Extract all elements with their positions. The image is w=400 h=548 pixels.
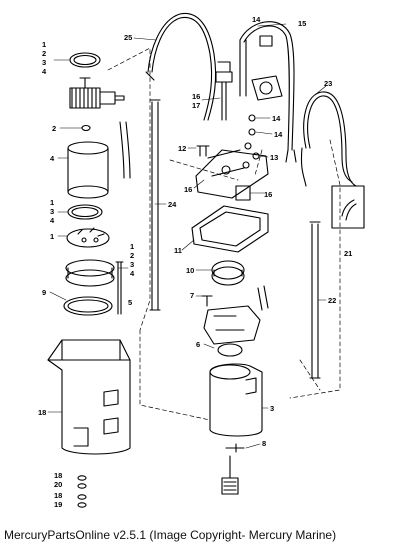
motor-can xyxy=(67,141,109,199)
screw-2 xyxy=(81,124,91,132)
pump-body xyxy=(203,285,269,345)
callout-1-mid: 1 xyxy=(50,198,54,207)
callout-3-stack: 3 xyxy=(130,260,134,269)
callout-leaders xyxy=(47,23,327,449)
cap-10 xyxy=(211,260,245,286)
pump-housing xyxy=(47,339,131,455)
oring-6 xyxy=(217,343,243,357)
filter-screen xyxy=(221,455,239,495)
drain-screws xyxy=(77,475,87,508)
seal-ring-top xyxy=(69,52,101,68)
hose-15 xyxy=(239,21,297,163)
callout-23: 23 xyxy=(324,79,332,88)
callout-14-b: 14 xyxy=(274,130,283,139)
callout-16-cap: 16 xyxy=(264,190,272,199)
callout-25: 25 xyxy=(124,33,132,42)
callout-9: 9 xyxy=(42,288,46,297)
callout-10: 10 xyxy=(186,266,194,275)
screws-12 xyxy=(196,145,210,157)
callout-4-top: 4 xyxy=(42,67,47,76)
assembly-guide-lines xyxy=(107,47,341,421)
callout-16-valve: 16 xyxy=(192,92,200,101)
callout-13: 13 xyxy=(270,153,278,162)
callout-14-a: 14 xyxy=(272,114,281,123)
callout-1-stack: 1 xyxy=(130,242,134,251)
gasket-11 xyxy=(191,205,269,253)
callout-4-tube: 4 xyxy=(50,154,55,163)
image-copyright-caption: MercuryPartsOnline v2.5.1 (Image Copyrig… xyxy=(4,528,337,542)
callout-3-top: 3 xyxy=(42,58,46,67)
bolts-8 xyxy=(225,443,245,453)
armature xyxy=(69,77,125,109)
callout-4-stack: 4 xyxy=(130,269,135,278)
wire-leads xyxy=(119,121,131,179)
callout-4-mid: 4 xyxy=(50,216,55,225)
callout-5: 5 xyxy=(128,298,132,307)
callout-20: 20 xyxy=(54,480,62,489)
callout-8: 8 xyxy=(262,439,266,448)
fitting-14-top xyxy=(259,35,273,47)
callout-24: 24 xyxy=(168,200,177,209)
callout-3-mid: 3 xyxy=(50,207,54,216)
hose-24 xyxy=(149,99,161,311)
callout-11: 11 xyxy=(174,246,182,255)
callout-7: 7 xyxy=(190,291,194,300)
callout-22: 22 xyxy=(328,296,336,305)
callout-18-bottom-b: 18 xyxy=(54,491,62,500)
callout-2-top: 2 xyxy=(42,49,46,58)
brush-plate xyxy=(66,227,110,248)
valve-assembly-16-17 xyxy=(215,61,233,121)
hose-22 xyxy=(309,221,321,379)
motor-3 xyxy=(209,363,263,437)
callout-14-top: 14 xyxy=(252,15,261,24)
callout-6: 6 xyxy=(196,340,200,349)
elbow-21 xyxy=(331,185,365,229)
callout-2-stack: 2 xyxy=(130,251,134,260)
callout-17: 17 xyxy=(192,101,200,110)
callout-labels: 1 2 3 4 2 4 1 3 4 1 1 2 3 4 5 9 18 18 20… xyxy=(38,15,352,509)
callout-3: 3 xyxy=(270,404,274,413)
seal-ring-9 xyxy=(63,296,113,316)
hose-25 xyxy=(145,12,217,121)
bolt-7 xyxy=(201,295,213,307)
callout-2-screw: 2 xyxy=(52,124,56,133)
callout-1-top: 1 xyxy=(42,40,46,49)
callout-1-armature: 1 xyxy=(50,232,54,241)
callout-12: 12 xyxy=(178,144,186,153)
fittings-13-14 xyxy=(244,114,260,160)
filter-cap-16 xyxy=(235,185,251,201)
callout-15: 15 xyxy=(298,19,306,28)
callout-18-bottom: 18 xyxy=(54,471,62,480)
hose-23 xyxy=(300,91,357,187)
long-bolt-5 xyxy=(115,261,124,315)
cover-16 xyxy=(195,149,269,199)
callout-16-cover: 16 xyxy=(184,185,192,194)
magnet-ring xyxy=(67,204,103,220)
reservoir-cap xyxy=(251,75,283,101)
callout-19: 19 xyxy=(54,500,62,509)
callout-18-housing: 18 xyxy=(38,408,46,417)
retaining-ring xyxy=(65,259,115,287)
callout-21: 21 xyxy=(344,249,352,258)
